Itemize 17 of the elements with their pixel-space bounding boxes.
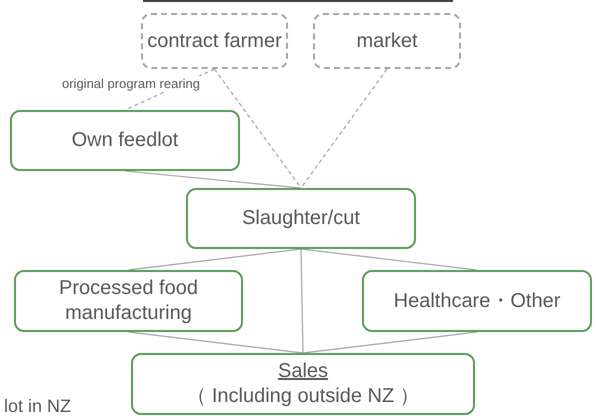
process-box: Sales （ Including outside NZ ）: [131, 353, 475, 415]
process-box: Healthcare・Other: [362, 270, 592, 332]
process-box: Slaughter/cut: [186, 188, 416, 249]
farmer-box: contract farmer: [141, 13, 288, 69]
connector-line: [300, 68, 388, 188]
connector-line: [214, 68, 302, 188]
connector-line: [128, 248, 302, 271]
process-box: Processed food manufacturing: [14, 270, 243, 332]
market-box: market: [313, 13, 461, 69]
process-box: Own feedlot: [10, 110, 240, 171]
connector-line: [300, 248, 478, 271]
edge-label: original program rearing: [60, 76, 202, 91]
connector-line: [302, 331, 478, 354]
connector-line: [124, 170, 302, 189]
note-text: lot in NZ: [3, 396, 72, 417]
connector-line: [128, 331, 304, 354]
connector-line: [300, 248, 304, 354]
